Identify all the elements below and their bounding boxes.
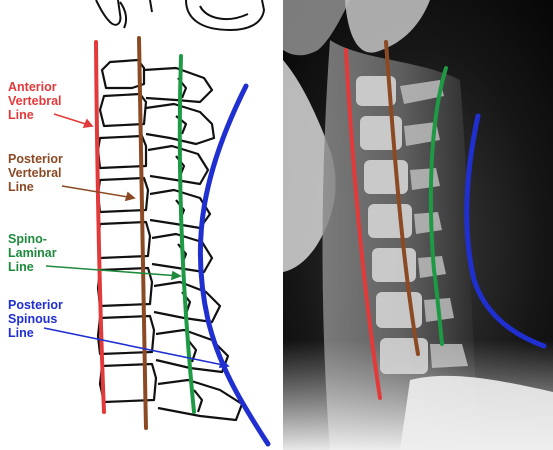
arrow-posterior-spinous xyxy=(43,327,229,367)
label-arrows xyxy=(43,113,230,368)
label-line: Line xyxy=(8,180,34,194)
xray-spinolaminar-line xyxy=(428,66,448,346)
label-line: Spinous xyxy=(8,312,58,326)
label-line: Vertebral xyxy=(8,94,62,108)
drawing-panel xyxy=(43,0,271,447)
label-line: Posterior xyxy=(8,152,63,166)
label-line: Line xyxy=(8,108,34,122)
label-line: Line xyxy=(8,326,34,340)
arrow-posterior-vertebral xyxy=(61,185,135,199)
xray-jaw xyxy=(283,60,336,272)
xray-anterior-vertebral-line xyxy=(344,48,382,400)
xray-posterior-vertebral-line xyxy=(384,40,420,356)
label-line: Vertebral xyxy=(8,166,62,180)
label-line: Line xyxy=(8,260,34,274)
xray-panel xyxy=(283,0,553,450)
arrow-spinolaminar xyxy=(45,265,181,277)
posterior-spinous-line xyxy=(197,83,271,447)
posterior-vertebral-line xyxy=(137,36,148,430)
label-line: Laminar xyxy=(8,246,57,260)
posterior-vertebral-label: Posterior Vertebral Line xyxy=(8,152,63,194)
posterior-spinous-label: Posterior Spinous Line xyxy=(8,298,63,340)
label-line: Spino- xyxy=(8,232,47,246)
label-line: Posterior xyxy=(8,298,63,312)
label-line: Anterior xyxy=(8,80,57,94)
spinolaminar-line xyxy=(177,54,196,414)
anterior-vertebral-line xyxy=(94,40,106,414)
xray-posterior-spinous-line xyxy=(464,113,547,349)
spinolaminar-label: Spino- Laminar Line xyxy=(8,232,57,274)
skull-base-sketch xyxy=(95,0,266,32)
anterior-vertebral-label: Anterior Vertebral Line xyxy=(8,80,62,122)
